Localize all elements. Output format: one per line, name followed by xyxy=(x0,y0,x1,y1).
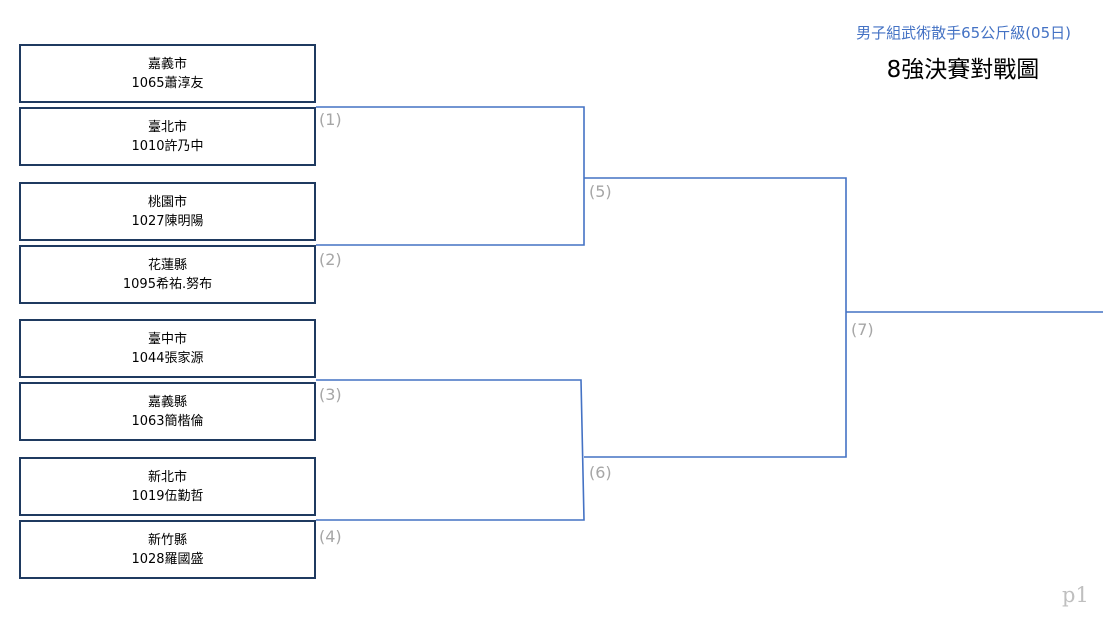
page-number: p1 xyxy=(1062,583,1089,607)
entrant-city: 花蓮縣 xyxy=(147,257,187,273)
entrant-city: 臺北市 xyxy=(147,119,187,135)
entrant-city: 臺中市 xyxy=(147,331,187,347)
match-label-6: (6) xyxy=(589,463,612,482)
entrant-city: 桃園市 xyxy=(147,194,187,210)
entrant-box: 臺中市 1044張家源 xyxy=(19,319,316,378)
entrant-city: 新北市 xyxy=(147,469,187,485)
entrant-city: 嘉義縣 xyxy=(147,394,187,410)
match-label-7: (7) xyxy=(851,320,874,339)
entrant-name: 1027陳明陽 xyxy=(131,213,204,229)
event-subtitle: 男子組武術散手65公斤級(05日) xyxy=(856,24,1071,42)
bracket-line-match-1 xyxy=(316,106,585,246)
entrant-box: 桃園市 1027陳明陽 xyxy=(19,182,316,241)
entrant-box: 新北市 1019伍勤哲 xyxy=(19,457,316,516)
match-label-5: (5) xyxy=(589,182,612,201)
entrant-city: 嘉義市 xyxy=(147,56,187,72)
entrant-name: 1019伍勤哲 xyxy=(131,488,204,504)
entrant-city: 新竹縣 xyxy=(147,532,187,548)
match-label-3: (3) xyxy=(319,385,342,404)
entrant-box: 嘉義縣 1063簡楷倫 xyxy=(19,382,316,441)
match-label-2: (2) xyxy=(319,250,342,269)
match-label-1: (1) xyxy=(319,110,342,129)
bracket-line-semifinal xyxy=(584,177,847,458)
entrant-name: 1044張家源 xyxy=(131,350,204,366)
match-label-4: (4) xyxy=(319,527,342,546)
entrant-box: 新竹縣 1028羅國盛 xyxy=(19,520,316,579)
entrant-box: 臺北市 1010許乃中 xyxy=(19,107,316,166)
entrant-name: 1028羅國盛 xyxy=(131,551,204,567)
entrant-name: 1095希祐.努布 xyxy=(122,276,213,292)
entrant-box: 嘉義市 1065蕭淳友 xyxy=(19,44,316,103)
entrant-name: 1065蕭淳友 xyxy=(131,75,204,91)
entrant-box: 花蓮縣 1095希祐.努布 xyxy=(19,245,316,304)
entrant-name: 1063簡楷倫 xyxy=(131,413,204,429)
entrant-name: 1010許乃中 xyxy=(131,138,204,154)
bracket-title: 8強決賽對戰圖 xyxy=(886,57,1040,83)
bracket-line-match-3 xyxy=(316,379,585,521)
